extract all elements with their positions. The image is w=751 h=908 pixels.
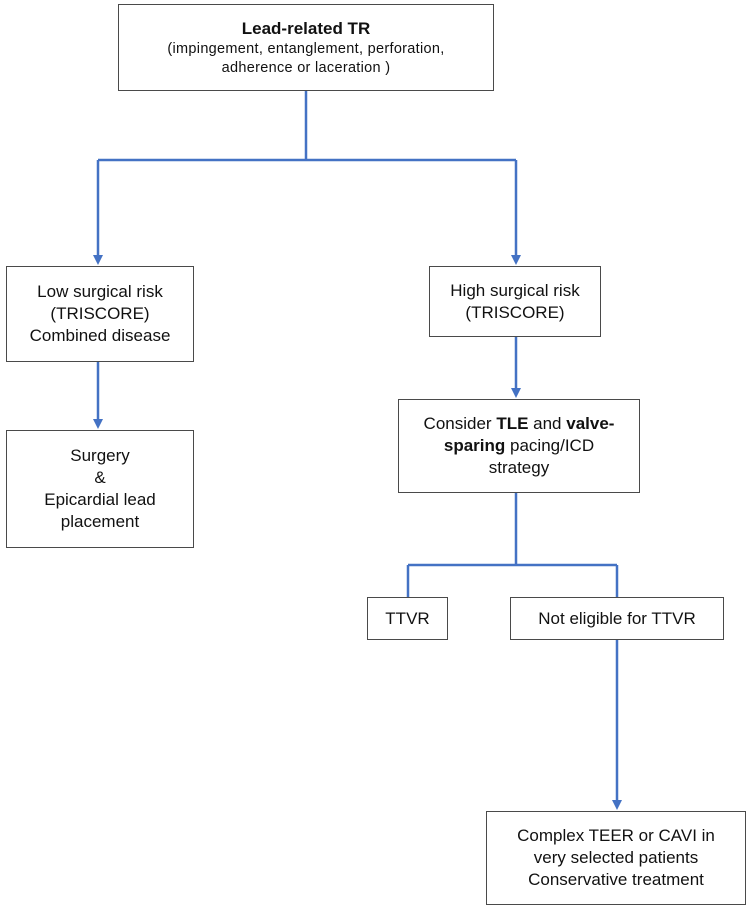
consider-and: and	[528, 414, 567, 433]
consider-valve: valve-	[566, 414, 615, 433]
consider-tle-box: Consider TLE and valve- sparing pacing/I…	[398, 399, 640, 493]
complex-teer-box: Complex TEER or CAVI in very selected pa…	[486, 811, 746, 905]
high-risk-line-1: High surgical risk	[450, 280, 580, 300]
complex-line-2: very selected patients	[533, 848, 699, 867]
high-risk-line-2: (TRISCORE)	[465, 302, 565, 322]
consider-sparing: sparing	[443, 436, 506, 455]
consider-tle: TLE	[496, 414, 529, 433]
lead-related-subtitle-2: adherence or laceration )	[221, 59, 391, 76]
not-eligible-box: Not eligible for TTVR	[510, 597, 724, 640]
ttvr-box: TTVR	[367, 597, 448, 640]
high-surgical-risk-box: High surgical risk (TRISCORE)	[429, 266, 601, 337]
consider-prefix: Consider	[423, 414, 497, 433]
low-risk-line-3: Combined disease	[29, 326, 171, 345]
low-risk-line-1: Low surgical risk	[37, 282, 163, 301]
lead-related-title: Lead-related TR	[241, 18, 371, 38]
consider-rest: pacing/ICD	[505, 436, 595, 455]
complex-line-3: Conservative treatment	[528, 870, 704, 889]
not-eligible-label: Not eligible for TTVR	[538, 608, 696, 628]
surgery-line-3: Epicardial lead	[44, 490, 156, 509]
ttvr-label: TTVR	[385, 608, 430, 628]
surgery-line-1: Surgery	[70, 446, 130, 465]
surgery-line-4: placement	[60, 512, 140, 531]
lead-related-subtitle-1: (impingement, entanglement, perforation,	[167, 40, 445, 57]
low-surgical-risk-box: Low surgical risk (TRISCORE) Combined di…	[6, 266, 194, 362]
lead-related-tr-box: Lead-related TR (impingement, entangleme…	[118, 4, 494, 91]
consider-line-2: sparing pacing/ICD	[444, 435, 594, 457]
consider-line-3: strategy	[488, 458, 550, 477]
consider-line-1: Consider TLE and valve-	[424, 413, 615, 435]
low-risk-line-2: (TRISCORE)	[50, 304, 150, 323]
surgery-box: Surgery & Epicardial lead placement	[6, 430, 194, 548]
complex-line-1: Complex TEER or CAVI in	[517, 826, 715, 845]
surgery-line-2: &	[94, 468, 106, 487]
